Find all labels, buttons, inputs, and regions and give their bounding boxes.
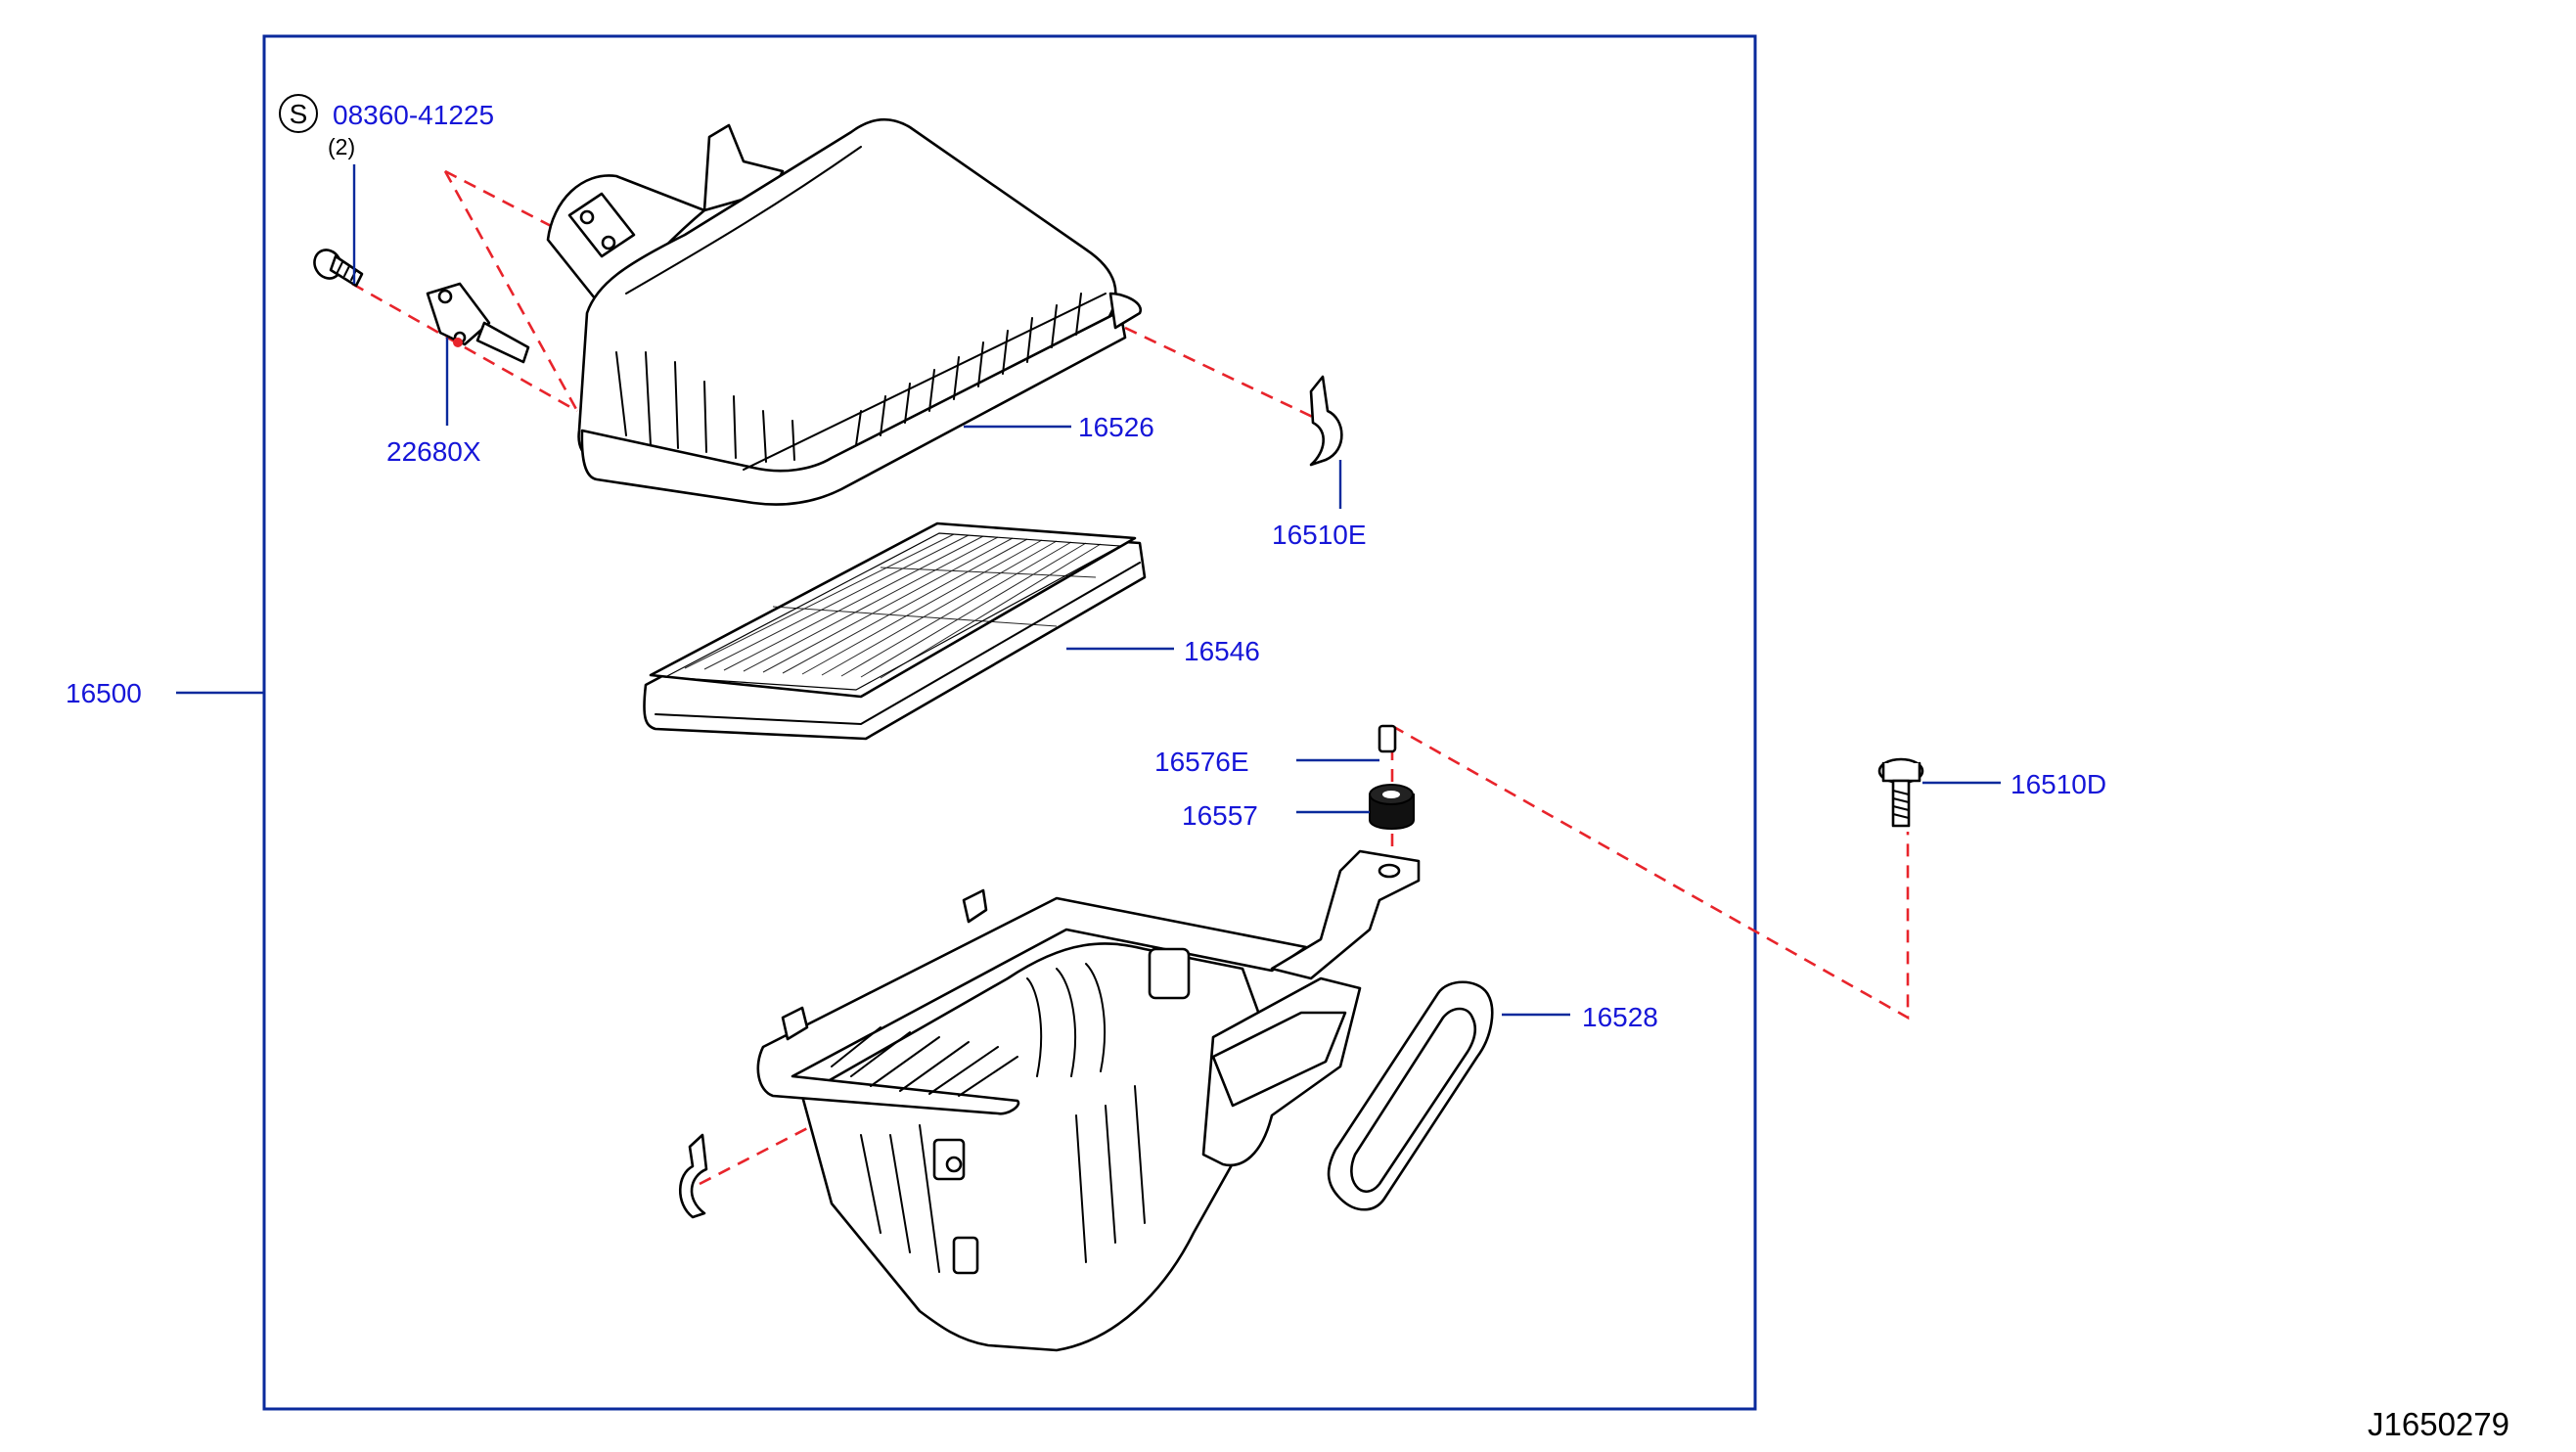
label-bolt: 16510D xyxy=(2011,769,2106,799)
assembly-guide-lines xyxy=(351,169,1910,1186)
standard-part-symbol-circle xyxy=(279,94,318,133)
label-sensor: 22680X xyxy=(386,436,481,467)
grommet-part xyxy=(1369,784,1415,830)
upper-cover-part xyxy=(546,117,1143,506)
clip-lower-part xyxy=(679,1133,708,1219)
collar-part xyxy=(1378,724,1397,753)
assembly-frame xyxy=(262,34,1757,1411)
label-screw: 08360-41225 xyxy=(333,100,494,130)
clip-upper-part xyxy=(1309,375,1343,467)
bolt-part xyxy=(1877,757,1924,828)
label-duct-seal: 16528 xyxy=(1582,1002,1658,1032)
standard-part-symbol: S xyxy=(290,99,308,129)
label-clip-upper: 16510E xyxy=(1272,520,1367,550)
diagram-id: J1650279 xyxy=(2368,1406,2509,1442)
air-element-part xyxy=(643,522,1147,741)
label-collar: 16576E xyxy=(1154,747,1249,777)
label-assembly: 16500 xyxy=(66,678,142,708)
leader-lines xyxy=(176,164,2001,1017)
label-element: 16546 xyxy=(1184,636,1260,666)
label-screw-qty: (2) xyxy=(328,134,355,159)
label-upper-cover: 16526 xyxy=(1078,412,1154,442)
air-flow-sensor xyxy=(426,282,530,364)
duct-seal-part xyxy=(1327,980,1494,1211)
lower-case-part xyxy=(756,849,1421,1352)
label-grommet: 16557 xyxy=(1182,800,1258,831)
